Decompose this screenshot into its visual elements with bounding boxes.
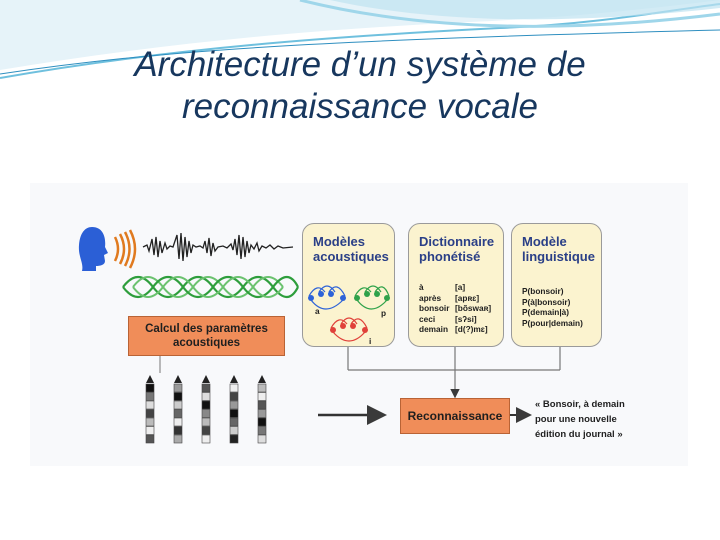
- output-line-2: pour une nouvelle: [535, 414, 617, 425]
- header-swoosh: [0, 0, 720, 79]
- speaker-head-icon: [78, 227, 108, 271]
- speech-waveform: [142, 232, 294, 262]
- feature-cell: [145, 409, 155, 418]
- feature-cell: [257, 434, 267, 444]
- feature-cell: [229, 383, 239, 393]
- sine-waves: [122, 275, 299, 299]
- connector-lines: [159, 346, 561, 425]
- feature-cell: [145, 400, 155, 410]
- acoustic-models-title: Modèles acoustiques: [313, 234, 389, 264]
- title-line-1: Architecture d’un système de: [134, 45, 586, 84]
- dictionary-word: bonsoir: [419, 303, 450, 313]
- speech-recognition-diagram: Calcul des paramètres acoustiques Modèle…: [30, 183, 688, 466]
- feature-cell: [201, 400, 211, 410]
- feature-cell: [201, 392, 211, 401]
- dictionary-phonetic: [sʔsi]: [455, 313, 477, 324]
- feature-cell: [257, 409, 267, 418]
- vector-arrowhead: [202, 375, 210, 383]
- feature-cell: [173, 417, 183, 427]
- acoustic-models-box: Modèles acoustiques a p: [302, 223, 395, 347]
- vector-arrowhead: [258, 375, 266, 383]
- dictionary-words: à après bonsoir ceci demain: [419, 282, 449, 335]
- hmm-label-p: p: [381, 308, 387, 318]
- feature-cell: [257, 417, 267, 427]
- dictionary-phonetic: [apʀɛ]: [455, 292, 480, 303]
- feature-cell: [229, 426, 239, 435]
- dictionary-title: Dictionnaire phonétisé: [419, 234, 494, 264]
- feature-cell: [229, 400, 239, 410]
- feature-cell: [145, 426, 155, 435]
- dictionary-phonetic: [d(?)mɛ]: [455, 324, 488, 334]
- feature-cell: [229, 417, 239, 427]
- language-model-title-line-2: linguistique: [522, 249, 595, 264]
- probability-item: P(demain|à): [522, 307, 570, 317]
- feature-cell: [145, 383, 155, 393]
- dictionary-phonetic: [bõswaʀ]: [455, 303, 492, 313]
- feature-cell: [201, 426, 211, 435]
- feature-cell: [257, 383, 267, 393]
- sound-waves-icon: [113, 229, 137, 269]
- output-line-3: édition du journal »: [535, 429, 623, 440]
- feature-cell: [257, 400, 267, 410]
- hmm-label-a: a: [315, 306, 320, 316]
- vector-arrowhead: [146, 375, 154, 383]
- acoustic-params-box: Calcul des paramètres acoustiques: [128, 316, 285, 356]
- recognition-output: « Bonsoir, à demain pour une nouvelle éd…: [535, 397, 625, 442]
- feature-cell: [173, 383, 183, 393]
- recognition-box: Reconnaissance: [400, 398, 510, 434]
- page-title: Architecture d’un système de reconnaissa…: [60, 44, 660, 128]
- acoustic-models-title-line-1: Modèles: [313, 234, 366, 249]
- hmm-label-i: i: [369, 336, 372, 346]
- feature-cell: [173, 392, 183, 401]
- dictionary-word: après: [419, 292, 442, 303]
- dictionary-title-line-2: phonétisé: [419, 249, 481, 264]
- output-line-1: « Bonsoir, à demain: [535, 399, 625, 410]
- feature-cell: [229, 409, 239, 418]
- acoustic-models-title-line-2: acoustiques: [313, 249, 389, 264]
- dictionary-word: à: [419, 282, 424, 292]
- feature-cell: [201, 417, 211, 427]
- vector-arrowhead: [230, 375, 238, 383]
- feature-cell: [229, 392, 239, 401]
- feature-cell: [173, 400, 183, 410]
- feature-cell: [173, 409, 183, 418]
- feature-cell: [229, 434, 239, 444]
- language-model-probabilities: P(bonsoir) P(à|bonsoir) P(demain|à) P(po…: [522, 286, 583, 328]
- language-model-title: Modèle linguistique: [522, 234, 595, 264]
- feature-cell: [257, 426, 267, 435]
- feature-cell: [201, 434, 211, 444]
- vector-arrowhead: [174, 375, 182, 383]
- dictionary-phonetics: [a] [apʀɛ] [bõswaʀ] [sʔsi] [d(?)mɛ]: [455, 282, 491, 335]
- acoustic-params-line-2: acoustiques: [172, 337, 241, 349]
- feature-cell: [201, 409, 211, 418]
- feature-cell: [145, 434, 155, 444]
- dictionary-phonetic: [a]: [455, 282, 466, 292]
- feature-cell: [145, 392, 155, 401]
- acoustic-params-line-1: Calcul des paramètres: [145, 323, 268, 335]
- language-model-title-line-1: Modèle: [522, 234, 567, 249]
- dictionary-title-line-1: Dictionnaire: [419, 234, 495, 249]
- feature-vectors: [145, 375, 267, 444]
- probability-item: P(pour|demain): [522, 317, 583, 328]
- title-line-2: reconnaissance vocale: [181, 87, 539, 126]
- feature-cell: [145, 417, 155, 427]
- feature-cell: [201, 383, 211, 393]
- probability-item: P(bonsoir): [522, 286, 564, 296]
- probability-item: P(à|bonsoir): [522, 296, 571, 307]
- language-model-box: Modèle linguistique P(bonsoir) P(à|bonso…: [511, 223, 602, 347]
- hmm-state-diagram: [308, 285, 390, 342]
- feature-cell: [173, 426, 183, 435]
- feature-cell: [173, 434, 183, 444]
- phonetic-dictionary-box: Dictionnaire phonétisé à après bonsoir c…: [408, 223, 504, 347]
- feature-cell: [257, 392, 267, 401]
- dictionary-word: ceci: [419, 313, 436, 324]
- dictionary-word: demain: [419, 324, 449, 334]
